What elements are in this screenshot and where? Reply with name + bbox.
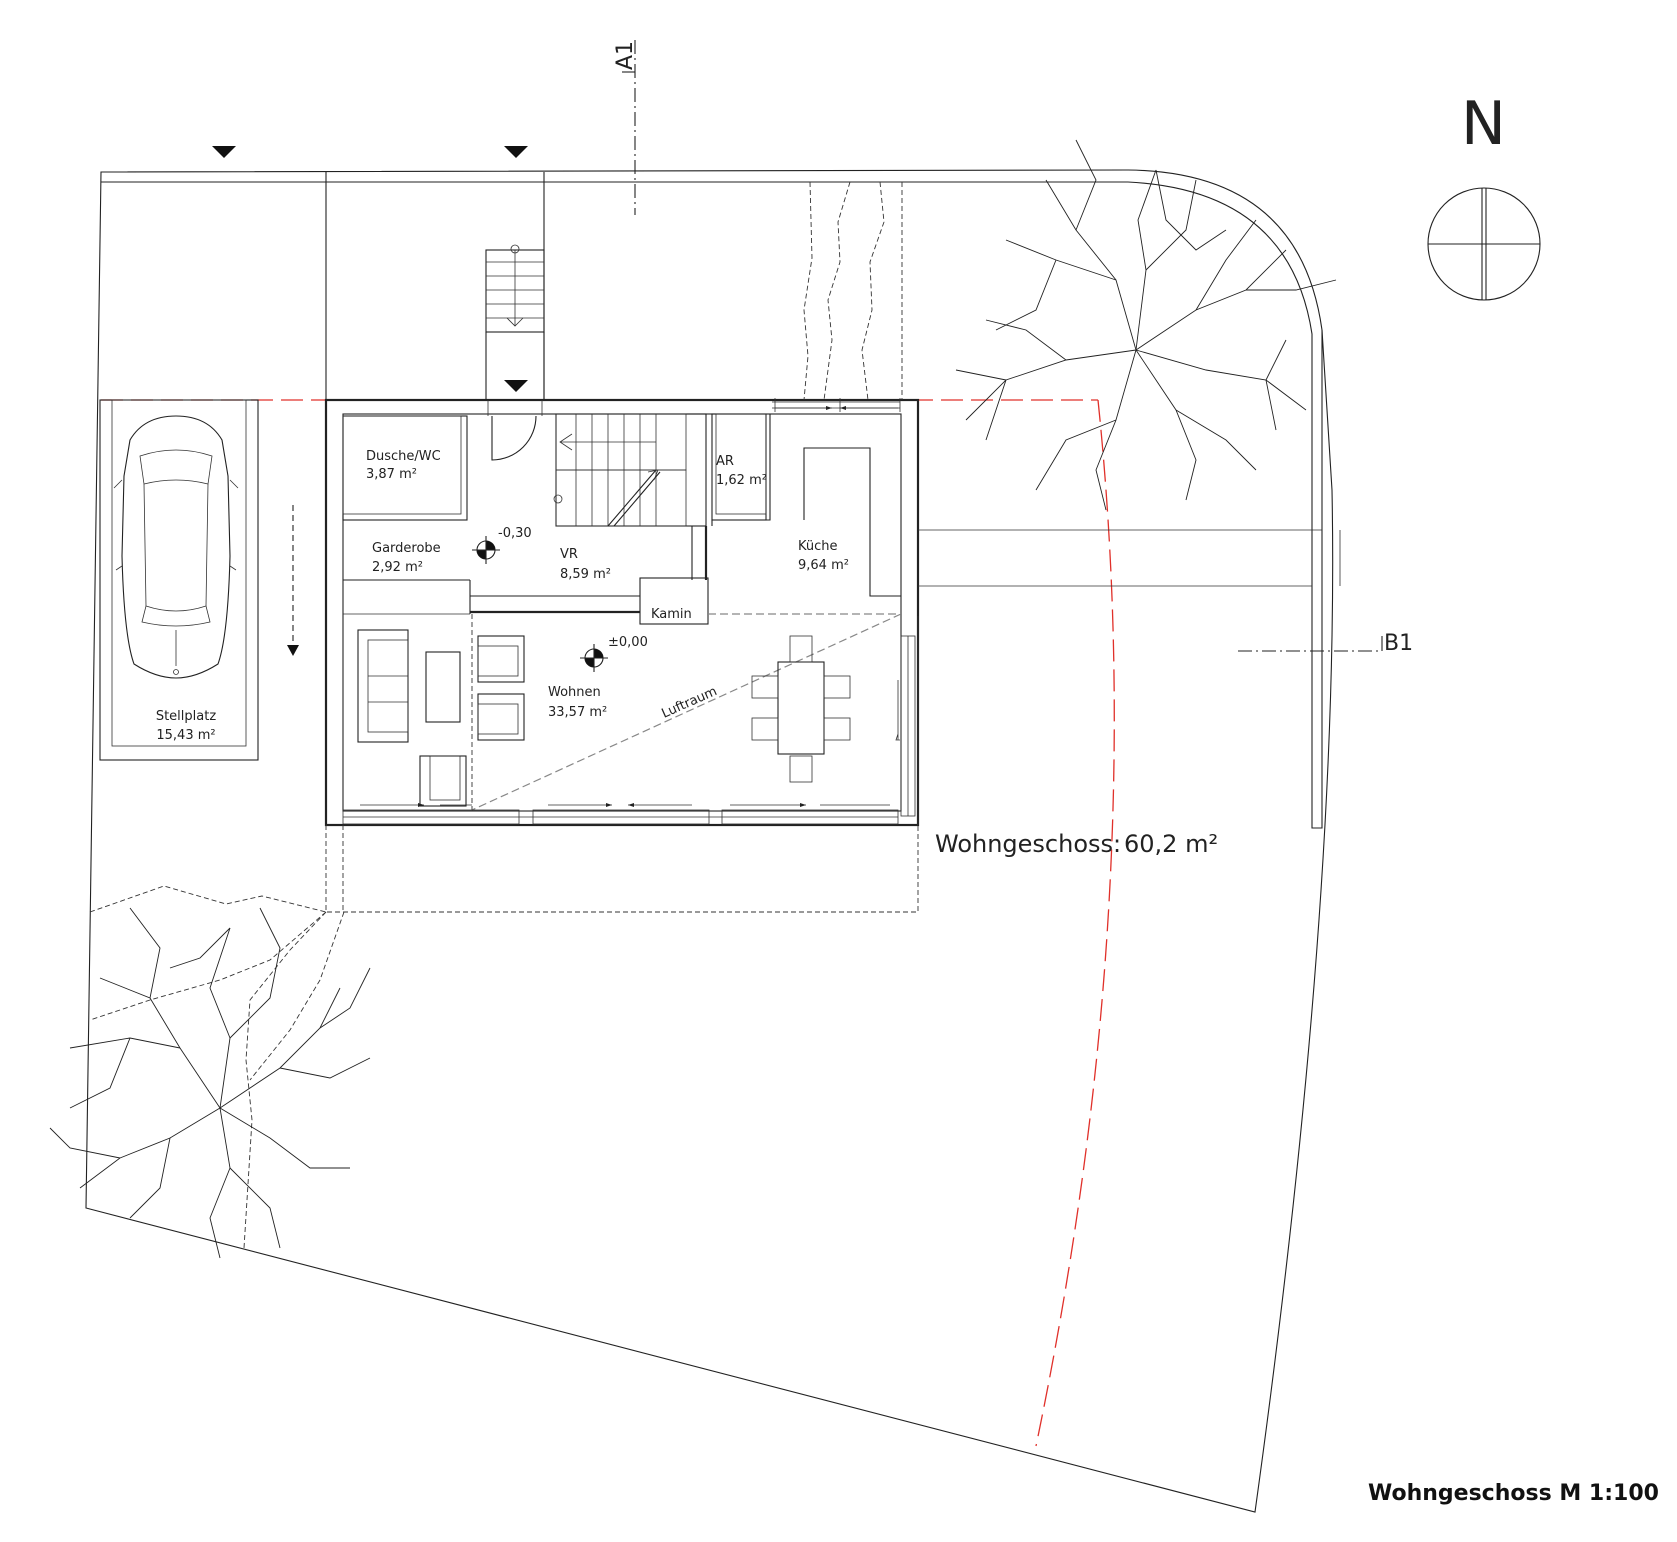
entrance-triangle-icon [504,146,528,158]
section-line-b: B1 [1238,631,1413,656]
window-bottom [342,803,899,825]
dining-table [751,635,851,783]
entrance-triangle-icon [504,380,528,392]
entrance-triangle-icon [212,146,236,158]
lower-path [89,885,345,1249]
drawing-caption: Wohngeschoss M 1:100 [1368,1481,1659,1506]
level-living: ±0,00 [608,635,648,650]
entrance-markers [212,146,528,392]
ar-area: 1,62 m² [716,473,767,488]
stellplatz-area: 15,43 m² [156,728,215,743]
building: -0,30 ±0,00 Dusche/WC 3,87 m² AR 1,62 m²… [324,244,1341,913]
kamin-label: Kamin [651,607,692,622]
level-entry: -0,30 [498,526,532,541]
floor-area-value: 60,2 m² [1124,830,1218,858]
entrance-stairs [485,244,545,400]
floor-area-label: Wohngeschoss: [935,830,1121,858]
north-arrow: N [1427,89,1541,301]
sofa [357,629,409,743]
property-line-curve [1035,399,1115,1447]
site-outline [85,169,1334,1513]
garderobe-label: Garderobe [372,541,441,556]
car-icon [113,415,239,679]
dusche-label: Dusche/WC [366,449,441,464]
section-line-a: A1 [613,40,638,215]
property-line [101,399,1115,1447]
vr-label: VR [560,547,578,562]
garden-path [803,181,903,401]
wohnen-label: Wohnen [548,685,601,700]
interior-stairs [553,413,707,527]
north-label: N [1461,89,1506,159]
armchair [477,635,525,683]
arrow-down-icon [287,645,299,656]
wohnen-area: 33,57 m² [548,705,607,720]
ar-label: AR [716,454,734,469]
parking-space: Stellplatz 15,43 m² [99,399,299,761]
level-marker-icon [472,536,500,564]
luftraum-label: Luftraum [660,684,720,722]
tree-icon [49,907,371,1259]
kueche-area: 9,64 m² [798,558,849,573]
window-right [895,635,916,817]
section-b-label: B1 [1384,631,1413,656]
level-marker-icon [580,644,608,672]
dusche-area: 3,87 m² [366,467,417,482]
kueche-label: Küche [798,539,838,554]
section-a-label: A1 [613,41,638,70]
stellplatz-label: Stellplatz [156,709,216,724]
tree-icon [955,139,1337,511]
vr-area: 8,59 m² [560,567,611,582]
armchair [477,693,525,741]
coffee-table [425,651,461,723]
garderobe-area: 2,92 m² [372,560,423,575]
armchair [419,755,467,807]
